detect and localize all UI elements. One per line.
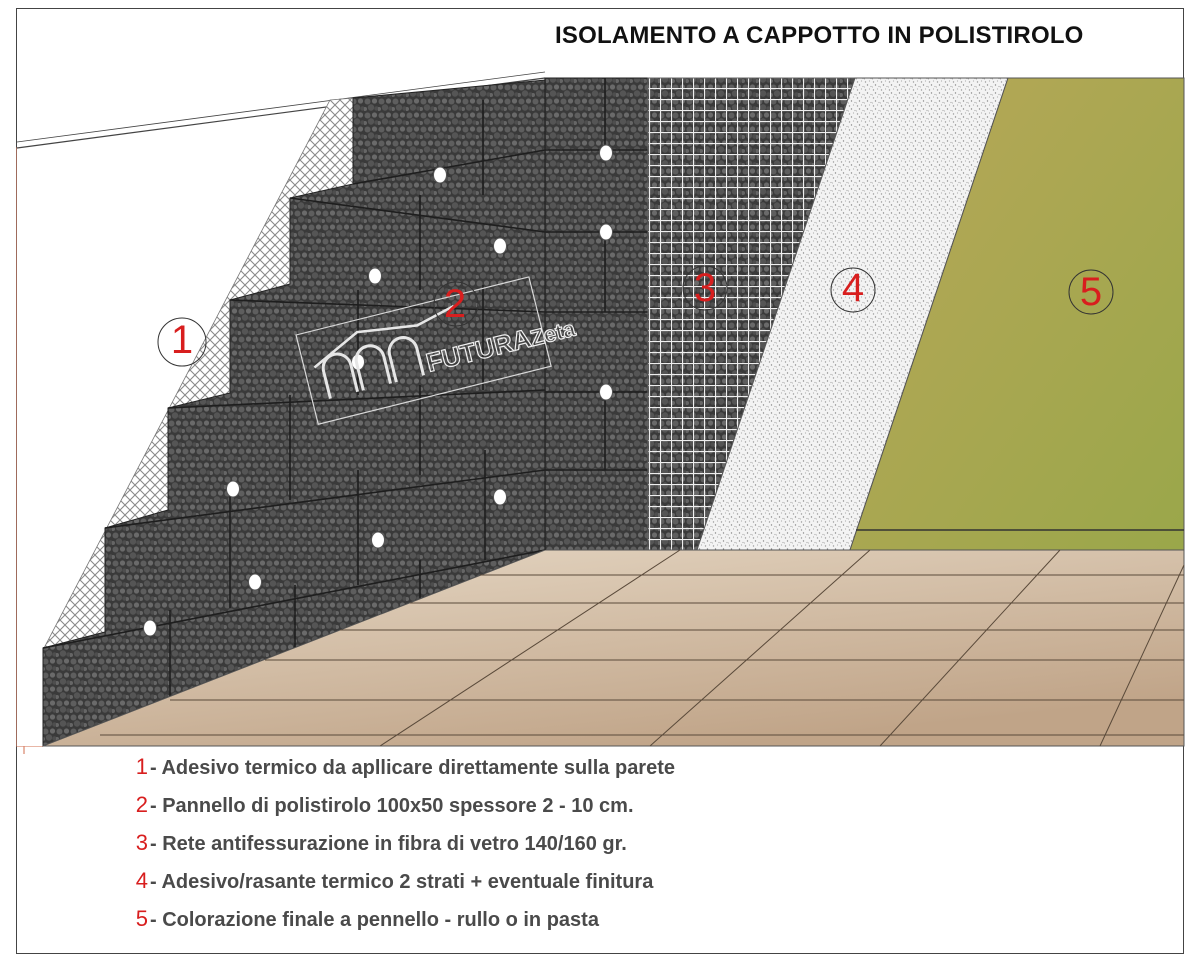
panel-joint xyxy=(352,149,546,185)
diagram-title: ISOLAMENTO A CAPPOTTO IN POLISTIROLO xyxy=(555,22,1084,49)
marker-circle xyxy=(433,281,479,327)
legend-number: 1 xyxy=(135,754,148,779)
anchor-dowel xyxy=(248,573,262,591)
marker-circle xyxy=(1068,269,1114,315)
panel-joint xyxy=(42,549,546,649)
floor-tile-line xyxy=(1099,564,1185,747)
anchor-dowel xyxy=(368,267,382,285)
panel-joint xyxy=(104,469,546,529)
floor-tile-line xyxy=(649,549,871,747)
floor-tile-line xyxy=(379,549,681,747)
anchor-dowel xyxy=(371,531,385,549)
anchor-dowel xyxy=(143,619,157,637)
marker-4: 4 xyxy=(841,266,865,310)
legend-item: 2- Pannello di polistirolo 100x50 spesso… xyxy=(128,792,675,830)
anchor-dowel xyxy=(493,237,507,255)
floor xyxy=(42,549,1185,747)
legend-number: 5 xyxy=(135,906,148,931)
legend-text: - Colorazione finale a pennello - rullo … xyxy=(150,909,599,931)
anchor-dowel xyxy=(493,488,507,506)
legend-item: 4- Adesivo/rasante termico 2 strati + ev… xyxy=(128,868,675,906)
ceiling-edge-top xyxy=(16,71,546,143)
marker-2: 2 xyxy=(443,282,467,326)
legend-text: - Pannello di polistirolo 100x50 spessor… xyxy=(150,795,634,817)
legend-text: - Rete antifessurazione in fibra di vetr… xyxy=(150,833,627,855)
panel-joint xyxy=(289,197,546,233)
marker-circles xyxy=(157,265,1114,367)
legend-number: 3 xyxy=(135,830,148,855)
legend-item: 5- Colorazione finale a pennello - rullo… xyxy=(128,906,675,944)
marker-circle xyxy=(157,317,207,367)
legend-text: - Adesivo termico da apllicare direttame… xyxy=(150,757,675,779)
floor-tile-line xyxy=(879,549,1061,747)
anchor-dowel xyxy=(433,166,447,184)
polystyrene-panels-back xyxy=(544,77,649,551)
legend-text: - Adesivo/rasante termico 2 strati + eve… xyxy=(150,871,654,893)
legend-item: 3- Rete antifessurazione in fibra di vet… xyxy=(128,830,675,868)
marker-5: 5 xyxy=(1079,270,1103,314)
marker-3: 3 xyxy=(693,266,717,310)
anchor-dowel xyxy=(599,223,613,241)
anchor-dowel xyxy=(226,480,240,498)
marker-circle xyxy=(682,265,728,311)
anchor-dowel xyxy=(599,144,613,162)
panel-joint xyxy=(229,299,546,313)
panel-joint xyxy=(167,389,546,409)
legend-number: 4 xyxy=(135,868,148,893)
legend-list: 1- Adesivo termico da apllicare direttam… xyxy=(128,754,675,944)
marker-1: 1 xyxy=(170,318,194,362)
legend-number: 2 xyxy=(135,792,148,817)
anchor-dowel xyxy=(599,383,613,401)
marker-circle xyxy=(830,267,876,313)
legend-item: 1- Adesivo termico da apllicare direttam… xyxy=(128,754,675,792)
